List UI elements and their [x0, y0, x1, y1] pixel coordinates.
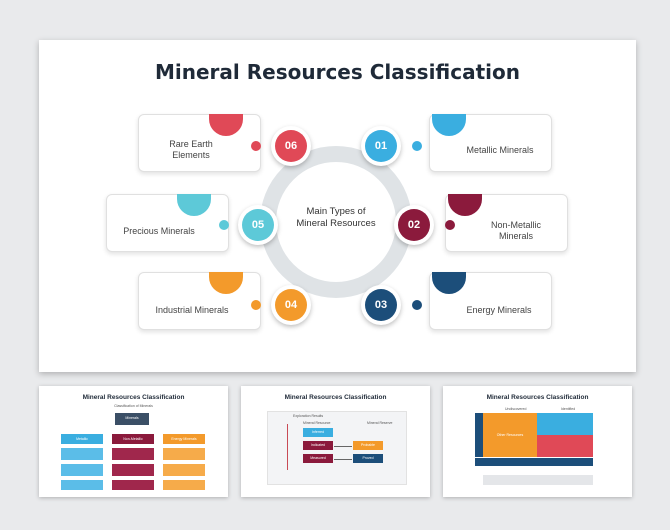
probable-box: Probable: [353, 441, 383, 450]
col-metallic: Metallic: [61, 434, 103, 444]
slide-title: Mineral Resources Classification: [155, 60, 520, 84]
nonmetallic-row: [112, 464, 154, 476]
col-nonmetallic: Non-Metallic: [112, 434, 154, 444]
number-badge-01: 01: [361, 126, 401, 166]
identified-bottom-cell: [537, 435, 593, 457]
number-badge-06: 06: [271, 126, 311, 166]
label-exploration: Exploration Results: [293, 414, 324, 418]
label-undiscovered: Undiscovered: [505, 407, 527, 411]
root-box: Minerals: [115, 413, 149, 425]
card-industrial: Industrial Minerals: [138, 272, 261, 330]
card-tab: [432, 114, 466, 136]
card-tab: [209, 272, 243, 294]
energy-row: [163, 464, 205, 476]
label-resource: Mineral Resource: [303, 421, 331, 425]
thumbnail-title: Mineral Resources Classification: [486, 394, 589, 401]
center-label: Main Types of Mineral Resources: [296, 206, 376, 229]
diagram-panel: [267, 411, 407, 485]
card-label: Energy Minerals: [466, 305, 532, 315]
connector-dot: [445, 220, 455, 230]
connector-dot: [412, 141, 422, 151]
measured-box: Measured: [303, 454, 333, 463]
thumbnail-slide-1[interactable]: Mineral Resources Classification Classif…: [39, 386, 228, 497]
label-identified: Identified: [561, 407, 576, 411]
card-tab: [177, 194, 211, 216]
inferred-box: Inferred: [303, 428, 333, 437]
card-label: Metallic Minerals: [466, 145, 534, 155]
card-tab: [209, 114, 243, 136]
card-label: Industrial Minerals: [155, 305, 229, 315]
number-badge-03: 03: [361, 285, 401, 325]
number-badge-02: 02: [394, 205, 434, 245]
thumbnail-slide-2[interactable]: Mineral Resources Classification Explora…: [241, 386, 430, 497]
metallic-row: [61, 480, 103, 490]
card-label: Precious Minerals: [123, 226, 195, 236]
nonmetallic-row: [112, 448, 154, 460]
thumbnail-subtitle: Classification of Minerals: [114, 404, 153, 408]
number-badge-04: 04: [271, 285, 311, 325]
card-metallic: Metallic Minerals: [429, 114, 552, 172]
matrix-bottom-axis: [475, 458, 593, 466]
matrix-footnote: [483, 475, 593, 485]
number-badge-05: 05: [238, 205, 278, 245]
nonmetallic-row: [112, 480, 154, 490]
card-tab: [448, 194, 482, 216]
energy-row: [163, 480, 205, 490]
main-slide: Mineral Resources Classification Main Ty…: [39, 40, 636, 372]
identified-top-cell: [537, 413, 593, 435]
card-label: Rare Earth Elements: [169, 139, 213, 160]
energy-row: [163, 448, 205, 460]
col-energy: Energy Minerals: [163, 434, 205, 444]
other-resources-cell: Other Resources: [483, 413, 537, 457]
arrow-line: [334, 446, 352, 447]
connector-dot: [251, 141, 261, 151]
connector-dot: [412, 300, 422, 310]
card-rare-earth: Rare Earth Elements: [138, 114, 261, 172]
arrow-line: [334, 459, 352, 460]
thumbnail-title: Mineral Resources Classification: [284, 394, 387, 401]
card-energy: Energy Minerals: [429, 272, 552, 330]
metallic-row: [61, 448, 103, 460]
label-reserve: Mineral Reserve: [367, 421, 393, 425]
metallic-row: [61, 464, 103, 476]
matrix-left-axis: [475, 413, 483, 457]
thumbnail-title: Mineral Resources Classification: [82, 394, 185, 401]
indicated-box: Indicated: [303, 441, 333, 450]
axis-line: [287, 424, 288, 470]
thumbnail-slide-3[interactable]: Mineral Resources Classification Undisco…: [443, 386, 632, 497]
card-label: Non-Metallic Minerals: [490, 220, 541, 241]
card-precious: Precious Minerals: [106, 194, 229, 252]
connector-dot: [251, 300, 261, 310]
proved-box: Proved: [353, 454, 383, 463]
connector-dot: [219, 220, 229, 230]
card-non-metallic: Non-Metallic Minerals: [445, 194, 568, 252]
card-tab: [432, 272, 466, 294]
